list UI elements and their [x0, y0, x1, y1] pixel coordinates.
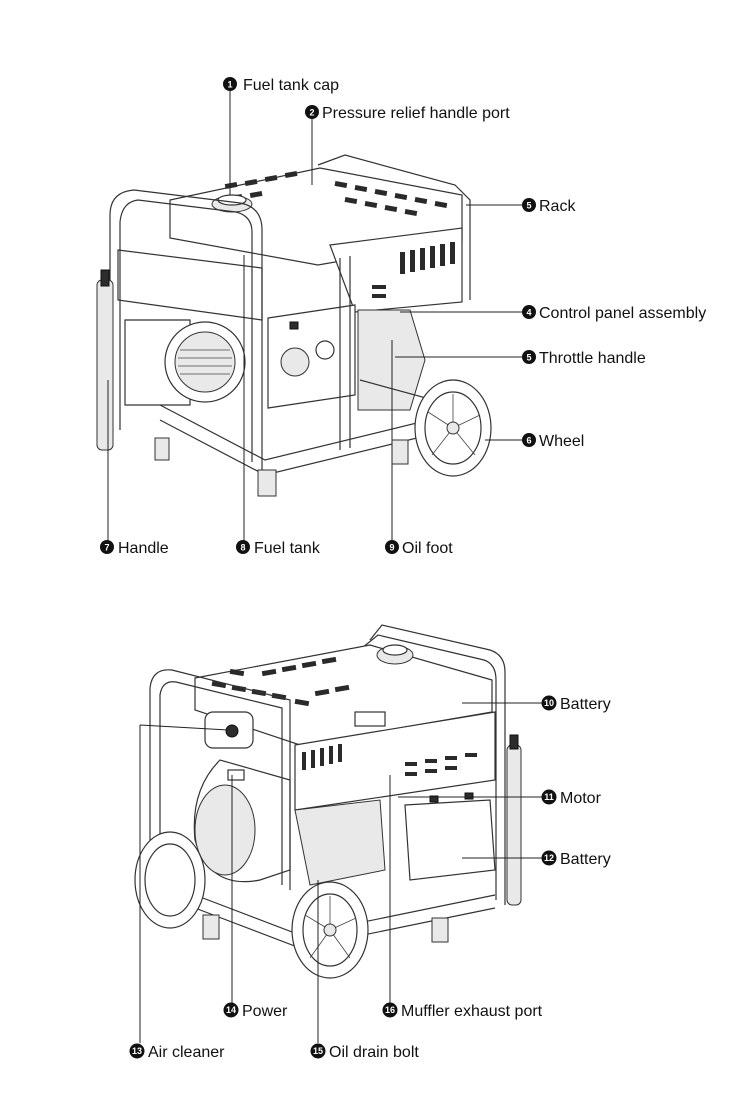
callout-motor: 11 Motor: [541, 789, 602, 807]
callout-fuel-tank-cap: 1 Fuel tank cap: [223, 77, 339, 94]
svg-text:7: 7: [104, 543, 109, 553]
svg-text:9: 9: [389, 543, 394, 553]
svg-text:2: 2: [309, 108, 314, 118]
generator-front-view: [96, 154, 492, 497]
callout-muffler-exhaust-port: 16 Muffler exhaust port: [382, 1002, 543, 1020]
callout-control-panel-assembly: 4 Control panel assembly: [522, 305, 706, 322]
callout-throttle-handle: 5 Throttle handle: [522, 350, 646, 367]
callout-handle: 7 Handle: [100, 540, 169, 557]
callout-rack: 5 Rack: [522, 198, 576, 215]
label-fuel-tank: Fuel tank: [254, 540, 321, 557]
label-oil-drain-bolt: Oil drain bolt: [329, 1044, 419, 1061]
callout-pressure-relief-handle-port: 2 Pressure relief handle port: [305, 105, 510, 122]
generator-rear-view: [134, 624, 522, 979]
label-motor: Motor: [560, 790, 602, 807]
svg-text:11: 11: [544, 792, 554, 802]
label-throttle-handle: Throttle handle: [539, 350, 646, 367]
svg-text:16: 16: [385, 1005, 395, 1015]
label-wheel: Wheel: [539, 433, 584, 450]
svg-text:8: 8: [240, 543, 245, 553]
label-pressure-relief-handle-port: Pressure relief handle port: [322, 105, 510, 122]
svg-text:10: 10: [544, 698, 554, 708]
svg-text:14: 14: [226, 1005, 236, 1015]
label-air-cleaner: Air cleaner: [148, 1044, 225, 1061]
label-oil-foot: Oil foot: [402, 540, 453, 557]
svg-text:12: 12: [544, 853, 554, 863]
bottom-leader-lines: [139, 702, 545, 1043]
label-battery-top: Battery: [560, 696, 611, 713]
svg-text:15: 15: [313, 1046, 323, 1056]
svg-text:1: 1: [227, 80, 232, 90]
svg-text:4: 4: [526, 308, 531, 318]
label-muffler-exhaust-port: Muffler exhaust port: [401, 1003, 543, 1020]
callout-power: 14 Power: [223, 1002, 288, 1020]
callout-air-cleaner: 13 Air cleaner: [129, 1043, 225, 1061]
svg-text:6: 6: [526, 436, 531, 446]
callout-oil-foot: 9 Oil foot: [385, 540, 453, 557]
label-battery-bottom: Battery: [560, 851, 611, 868]
callout-battery-top: 10 Battery: [541, 695, 611, 713]
callout-fuel-tank: 8 Fuel tank: [236, 540, 321, 557]
svg-text:5: 5: [526, 201, 531, 211]
label-handle: Handle: [118, 540, 169, 557]
callout-wheel: 6 Wheel: [522, 433, 584, 450]
svg-text:13: 13: [132, 1046, 142, 1056]
label-control-panel-assembly: Control panel assembly: [539, 305, 706, 322]
callout-oil-drain-bolt: 15 Oil drain bolt: [310, 1043, 419, 1061]
label-rack: Rack: [539, 198, 576, 215]
top-leader-lines: [107, 84, 522, 540]
svg-text:5: 5: [526, 353, 531, 363]
label-fuel-tank-cap: Fuel tank cap: [243, 77, 339, 94]
callout-battery-bottom: 12 Battery: [541, 850, 611, 868]
label-power: Power: [242, 1003, 288, 1020]
